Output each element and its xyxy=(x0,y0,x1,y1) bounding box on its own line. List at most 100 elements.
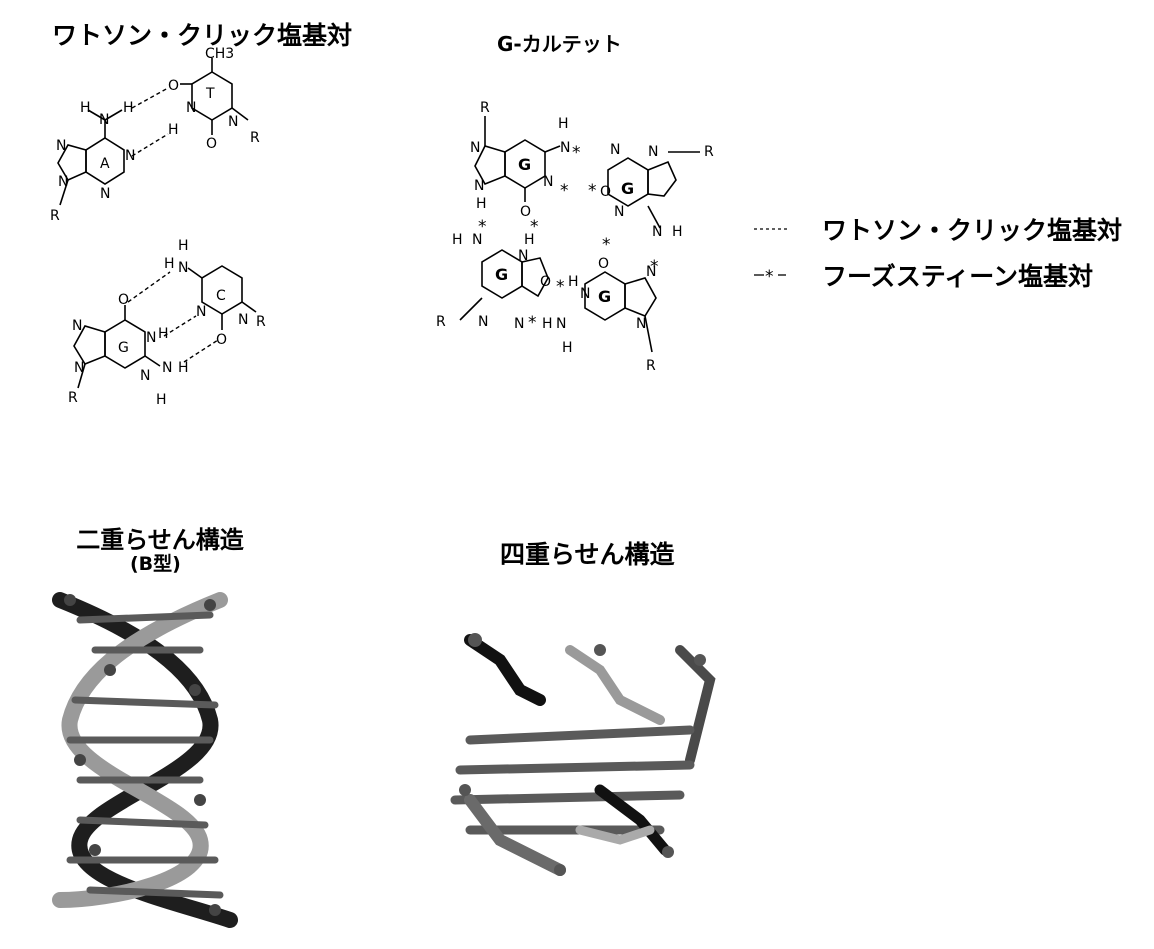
quartet-base-label: G xyxy=(598,287,611,306)
gc-base-pair: O N H N N H H N N R G H N H N O N R C xyxy=(68,238,266,408)
g-quartet-title: G-カルテット xyxy=(497,32,622,56)
svg-text:R: R xyxy=(480,100,490,116)
svg-text:H: H xyxy=(672,224,683,240)
svg-text:N: N xyxy=(556,316,566,332)
svg-text:N: N xyxy=(56,138,66,154)
svg-text:N: N xyxy=(636,316,646,332)
svg-text:H: H xyxy=(562,340,573,356)
svg-text:*: * xyxy=(530,217,539,237)
svg-text:R: R xyxy=(256,314,266,330)
svg-text:N: N xyxy=(648,144,658,160)
svg-text:N: N xyxy=(228,114,238,130)
svg-text:N: N xyxy=(178,260,188,276)
svg-text:O: O xyxy=(168,78,179,94)
svg-text:N: N xyxy=(125,148,135,164)
svg-text:N: N xyxy=(610,142,620,158)
double-helix-title: 二重らせん構造 xyxy=(76,526,244,554)
svg-text:N: N xyxy=(186,100,196,116)
svg-text:N: N xyxy=(58,174,68,190)
svg-text:H: H xyxy=(558,116,569,132)
svg-text:N: N xyxy=(560,140,570,156)
quadruplex-model xyxy=(450,633,716,876)
svg-text:O: O xyxy=(216,332,227,348)
svg-text:*: * xyxy=(478,217,487,237)
quartet-base-label: G xyxy=(621,179,634,198)
svg-text:*: * xyxy=(572,143,581,163)
svg-text:H: H xyxy=(476,196,487,212)
legend-item-watson-crick: ワトソン・クリック塩基対 xyxy=(752,206,1122,252)
double-helix-model xyxy=(52,592,238,928)
svg-text:N: N xyxy=(74,360,84,376)
svg-text:R: R xyxy=(50,208,60,224)
dashed-line-icon xyxy=(754,228,790,230)
svg-text:R: R xyxy=(68,390,78,406)
quadruplex-title: 四重らせん構造 xyxy=(500,540,675,569)
svg-text:N: N xyxy=(196,304,206,320)
svg-text:N: N xyxy=(470,140,480,156)
g-quartet: R N N N H N O H G N N R O N N H G H N N … xyxy=(436,100,714,374)
svg-text:O: O xyxy=(600,184,611,200)
svg-text:N: N xyxy=(543,174,553,190)
svg-text:N: N xyxy=(100,186,110,202)
svg-text:*: * xyxy=(765,267,774,285)
svg-text:N: N xyxy=(474,178,484,194)
svg-text:H: H xyxy=(123,100,134,116)
svg-text:N: N xyxy=(162,360,172,376)
svg-text:H: H xyxy=(80,100,91,116)
star-dash-line-icon: * xyxy=(754,267,786,285)
svg-text:R: R xyxy=(704,144,714,160)
svg-text:*: * xyxy=(528,313,537,333)
svg-text:O: O xyxy=(206,136,217,152)
svg-text:N: N xyxy=(146,330,156,346)
svg-text:H: H xyxy=(156,392,167,408)
svg-text:H: H xyxy=(168,122,179,138)
svg-text:O: O xyxy=(118,292,129,308)
svg-text:N: N xyxy=(646,264,656,280)
quartet-base-label: G xyxy=(495,265,508,284)
at-base-pair: N H H N N N N R A CH3 O N H N O R T xyxy=(50,46,260,224)
legend-label: ワトソン・クリック塩基対 xyxy=(822,216,1123,245)
svg-text:R: R xyxy=(646,358,656,374)
svg-text:R: R xyxy=(436,314,446,330)
svg-text:O: O xyxy=(540,274,551,290)
svg-text:*: * xyxy=(560,181,569,201)
svg-text:H: H xyxy=(164,256,175,272)
watson-crick-title: ワトソン・クリック塩基対 xyxy=(52,21,353,50)
svg-text:O: O xyxy=(598,256,609,272)
quartet-base-label: G xyxy=(518,155,531,174)
svg-text:N: N xyxy=(99,112,109,128)
base-label-c: C xyxy=(216,288,226,304)
legend: ワトソン・クリック塩基対 * フーズスティーン塩基対 xyxy=(752,206,1122,298)
svg-text:N: N xyxy=(472,232,482,248)
svg-text:R: R xyxy=(250,130,260,146)
svg-text:N: N xyxy=(580,286,590,302)
svg-text:H: H xyxy=(568,274,579,290)
svg-text:N: N xyxy=(514,316,524,332)
svg-text:H: H xyxy=(178,360,189,376)
svg-text:*: * xyxy=(650,257,659,277)
svg-text:H: H xyxy=(524,232,535,248)
svg-text:N: N xyxy=(72,318,82,334)
svg-text:*: * xyxy=(602,235,611,255)
svg-text:O: O xyxy=(520,204,531,220)
svg-text:H: H xyxy=(178,238,189,254)
svg-text:H: H xyxy=(542,316,553,332)
double-helix-subtitle: (B型) xyxy=(130,553,181,575)
svg-text:H: H xyxy=(452,232,463,248)
svg-text:*: * xyxy=(556,277,565,297)
base-label-t: T xyxy=(205,86,215,102)
svg-text:N: N xyxy=(238,312,248,328)
base-label-g: G xyxy=(118,340,129,356)
svg-text:N: N xyxy=(478,314,488,330)
svg-text:*: * xyxy=(588,181,597,201)
svg-text:H: H xyxy=(158,326,169,342)
base-label-a: A xyxy=(100,156,110,172)
svg-text:N: N xyxy=(614,204,624,220)
svg-text:N: N xyxy=(652,224,662,240)
svg-text:N: N xyxy=(518,248,528,264)
methyl-label: CH3 xyxy=(205,46,234,62)
legend-label: フーズスティーン塩基対 xyxy=(822,262,1094,291)
svg-text:N: N xyxy=(140,368,150,384)
legend-item-hoogsteen: * フーズスティーン塩基対 xyxy=(752,252,1122,298)
